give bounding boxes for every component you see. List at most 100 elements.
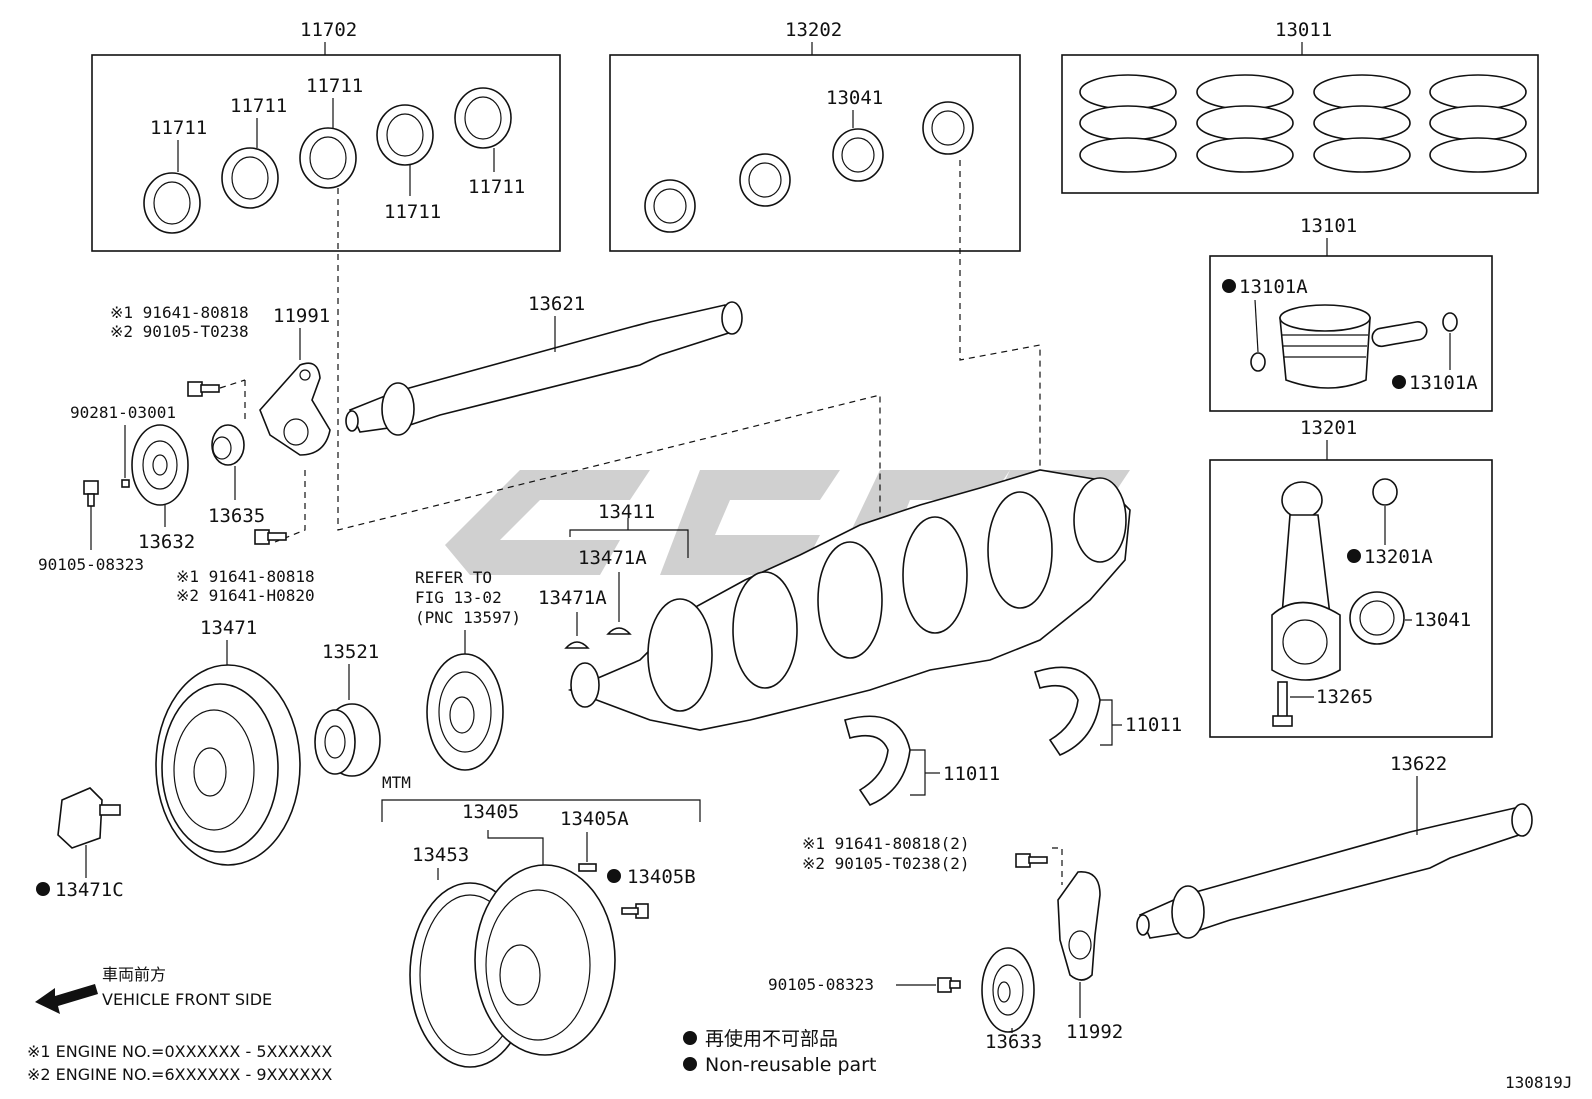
group-label-13202: 13202: [785, 19, 842, 41]
bracket-11991[interactable]: [259, 362, 331, 456]
label-13405a: 13405A: [560, 808, 629, 830]
rod-bolt[interactable]: [1272, 681, 1293, 727]
group-label-13201: 13201: [1300, 417, 1357, 439]
pin-13405a[interactable]: [578, 863, 597, 872]
thrust-washer-lower[interactable]: [844, 715, 911, 806]
rod-small-bushing[interactable]: [1372, 478, 1398, 506]
gear-13632[interactable]: [131, 424, 189, 506]
label-11011-lower: 11011: [943, 763, 1000, 785]
gear-13633[interactable]: [981, 947, 1035, 1033]
label-13265: 13265: [1316, 686, 1373, 708]
bearing-shell-5[interactable]: [454, 87, 512, 149]
pin-clip-right[interactable]: [1442, 312, 1458, 332]
pulley-bolt-13471c[interactable]: [57, 787, 121, 849]
thrust-washer-upper[interactable]: [1033, 666, 1101, 756]
legend-dot-icon: [683, 1057, 697, 1071]
label-13101a-left: 13101A: [1239, 276, 1308, 298]
label-13041-box: 13041: [1414, 609, 1471, 631]
bolt-13405b[interactable]: [621, 903, 649, 919]
box-13101: [1209, 255, 1493, 412]
drive-plate-13405[interactable]: [474, 864, 616, 1056]
bolt-90105-left[interactable]: [83, 480, 99, 507]
label-bolt-right-1: ※1 91641-80818(2): [802, 834, 970, 853]
label-11992: 11992: [1066, 1021, 1123, 1043]
ring-set-3[interactable]: [1313, 74, 1411, 173]
label-11991: 11991: [273, 305, 330, 327]
group-13011: 13011: [1061, 19, 1539, 194]
group-13201: 13201 13201A 13041 13265: [1209, 417, 1493, 738]
rod-bearing-3[interactable]: [832, 128, 884, 182]
pin-clip-left[interactable]: [1250, 352, 1266, 372]
label-13471c: 13471C: [55, 879, 124, 901]
label-13453: 13453: [412, 844, 469, 866]
balance-shaft-13622[interactable]: [1136, 803, 1533, 939]
label-13471a-1: 13471A: [578, 547, 647, 569]
legend-jp: 再使用不可部品: [705, 1028, 838, 1050]
bolt-top[interactable]: [187, 381, 220, 397]
group-label-11702: 11702: [300, 19, 357, 41]
label-13635: 13635: [208, 505, 265, 527]
box-13201: [1209, 459, 1493, 738]
box-13202: [609, 54, 1021, 252]
figure-code: 130819J: [1505, 1073, 1572, 1092]
label-13471a-2: 13471A: [538, 587, 607, 609]
box-13011: [1061, 54, 1539, 194]
label-11711-a: 11711: [150, 117, 207, 139]
crank-pulley-13471[interactable]: [155, 664, 301, 866]
sprocket-13597[interactable]: [426, 653, 504, 771]
ring-set-2[interactable]: [1196, 74, 1294, 173]
connecting-rod[interactable]: [1271, 481, 1341, 681]
label-90281: 90281-03001: [70, 403, 176, 422]
label-13041-top: 13041: [826, 87, 883, 109]
label-13405b: 13405B: [627, 866, 696, 888]
ring-set-4[interactable]: [1429, 74, 1527, 173]
label-13411: 13411: [598, 501, 655, 523]
label-13201a: 13201A: [1364, 546, 1433, 568]
label-bolt-top-2: ※2 90105-T0238: [110, 322, 249, 341]
label-bolt-mid-2: ※2 91641-H0820: [176, 586, 315, 605]
rod-bearing-2[interactable]: [739, 153, 791, 207]
bolt-90105-right[interactable]: [937, 977, 961, 993]
box-11702: [91, 54, 561, 252]
ring-set-1[interactable]: [1079, 74, 1177, 173]
label-13101a-right: 13101A: [1409, 372, 1478, 394]
bushing-13635[interactable]: [211, 424, 245, 466]
bolt-right[interactable]: [1015, 853, 1048, 868]
label-13633: 13633: [985, 1031, 1042, 1053]
label-11011-upper: 11011: [1125, 714, 1182, 736]
balance-shaft-13621[interactable]: [345, 301, 743, 436]
label-13521: 13521: [322, 641, 379, 663]
label-bolt-top-1: ※1 91641-80818: [110, 303, 249, 322]
bearing-shell-2[interactable]: [221, 147, 279, 209]
label-13622: 13622: [1390, 753, 1447, 775]
crankshaft[interactable]: [567, 469, 1131, 731]
rod-bearing-box[interactable]: [1349, 591, 1405, 645]
non-reusable-dot: [1392, 375, 1406, 389]
label-11711-b: 11711: [230, 95, 287, 117]
group-13101: 13101 13101A 13101A: [1209, 215, 1493, 412]
non-reusable-dot: [36, 882, 50, 896]
label-11711-d: 11711: [384, 201, 441, 223]
label-bolt-mid-1: ※1 91641-80818: [176, 567, 315, 586]
bearing-shell-4[interactable]: [376, 104, 434, 166]
label-mtm: MTM: [382, 773, 411, 792]
label-13621: 13621: [528, 293, 585, 315]
pin-90281[interactable]: [121, 479, 130, 488]
piston-pin[interactable]: [1371, 320, 1428, 348]
legend-dot-icon: [683, 1031, 697, 1045]
label-11711-e: 11711: [468, 176, 525, 198]
group-13202: 13202 13041: [609, 19, 1021, 252]
bolt-mid[interactable]: [254, 529, 287, 545]
bearing-shell-3[interactable]: [299, 127, 357, 189]
label-bolt-right-2: ※2 90105-T0238(2): [802, 854, 970, 873]
crank-key-2[interactable]: [606, 627, 632, 635]
piston[interactable]: [1279, 304, 1371, 389]
crank-key-1[interactable]: [564, 641, 590, 649]
rod-bearing-4[interactable]: [922, 101, 974, 155]
rod-bearing-1[interactable]: [644, 179, 696, 233]
bearing-shell-1[interactable]: [143, 172, 201, 234]
non-reusable-dot: [1347, 549, 1361, 563]
bracket-11992[interactable]: [1057, 871, 1101, 981]
sprocket-13521[interactable]: [314, 703, 381, 777]
